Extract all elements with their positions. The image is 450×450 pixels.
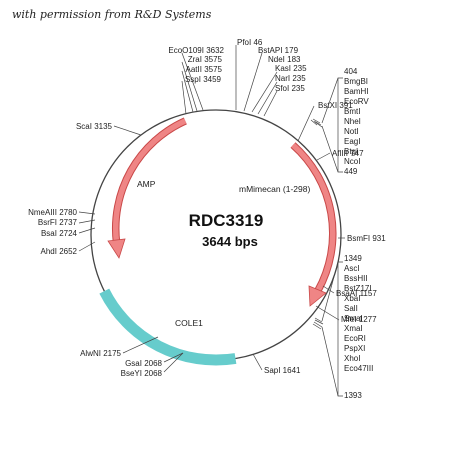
site-bstxi: BstXI 391 (318, 101, 353, 110)
mcs1-end: 449 (344, 167, 358, 176)
mcs1-enzyme: BmtI (344, 107, 360, 116)
site-bsai: BsaI 2724 (41, 229, 78, 238)
site-sspi: SspI 3459 (185, 75, 222, 84)
cole1-feature-arc (99, 288, 237, 366)
site-leader-lines (78, 45, 345, 373)
amp-label: AMP (137, 179, 156, 189)
mcs2-start: 1349 (344, 254, 362, 263)
site-afliii: AflIII 747 (332, 149, 364, 158)
mcs2-enzyme: XhoI (344, 354, 360, 363)
mcs2-enzyme: SmaI (344, 314, 363, 323)
mcs1-enzyme: BmgBI (344, 77, 368, 86)
site-sfoi: SfoI 235 (275, 84, 305, 93)
site-nmeaiii: NmeAIII 2780 (28, 208, 77, 217)
mcs1-list: 404 BmgBI BamHI EcoRV BmtI NheI NotI Eag… (321, 67, 369, 176)
site-alwni: AlwNI 2175 (80, 349, 121, 358)
mcs2-enzyme: SalI (344, 304, 358, 313)
site-nari: NarI 235 (275, 74, 306, 83)
mcs1-start: 404 (344, 67, 358, 76)
site-bsmfi: BsmFI 931 (347, 234, 386, 243)
amp-arrow (107, 117, 187, 259)
mcs1-enzyme: NheI (344, 117, 361, 126)
site-bseyi: BseYI 2068 (121, 369, 163, 378)
site-scai: ScaI 3135 (76, 122, 113, 131)
mcs2-ticks (312, 317, 324, 330)
site-bsrfi: BsrFI 2737 (38, 218, 78, 227)
site-ecoo109i: EcoO109I 3632 (168, 46, 224, 55)
mcs2-list: 1349 AscI BssHII BstZ17I XbaI SalI SmaI … (321, 254, 373, 400)
mcs1-enzyme: EcoRV (344, 97, 369, 106)
mcs2-enzyme: XbaI (344, 294, 360, 303)
mcs2-enzyme: PspXI (344, 344, 365, 353)
site-aatii: AatII 3575 (186, 65, 223, 74)
mcs2-end: 1393 (344, 391, 362, 400)
mcs1-enzyme: BamHI (344, 87, 368, 96)
site-kasi: KasI 235 (275, 64, 307, 73)
insert-arrow (290, 142, 337, 307)
site-ahdi: AhdI 2652 (41, 247, 78, 256)
mcs1-ticks (310, 118, 323, 128)
site-bstapi: BstAPI 179 (258, 46, 299, 55)
site-bsaai: BsaAI 1157 (336, 289, 377, 298)
mcs1-enzyme: BtgI (344, 147, 358, 156)
cole1-label: COLE1 (175, 318, 203, 328)
insert-label: mMimecan (1-298) (239, 184, 310, 194)
mcs2-enzyme: BstZ17I (344, 284, 372, 293)
credit-text: with permission from R&D Systems (12, 8, 212, 21)
mcs2-enzyme: XmaI (344, 324, 363, 333)
mcs2-enzyme: AscI (344, 264, 360, 273)
site-mfei: MfeI 1277 (341, 315, 377, 324)
site-pfoi: PfoI 46 (237, 38, 263, 47)
plasmid-size: 3644 bps (202, 234, 258, 249)
mcs2-enzyme: Eco47III (344, 364, 373, 373)
mcs1-enzyme: NotI (344, 127, 359, 136)
mcs2-enzyme: BssHII (344, 274, 368, 283)
plasmid-name: RDC3319 (189, 211, 264, 230)
site-zrai: ZraI 3575 (188, 55, 223, 64)
mcs1-enzyme: NcoI (344, 157, 360, 166)
site-gsai: GsaI 2068 (125, 359, 162, 368)
site-sapi: SapI 1641 (264, 366, 301, 375)
mcs1-enzyme: EagI (344, 137, 360, 146)
mcs2-enzyme: EcoRI (344, 334, 366, 343)
site-ndei: NdeI 183 (268, 55, 301, 64)
